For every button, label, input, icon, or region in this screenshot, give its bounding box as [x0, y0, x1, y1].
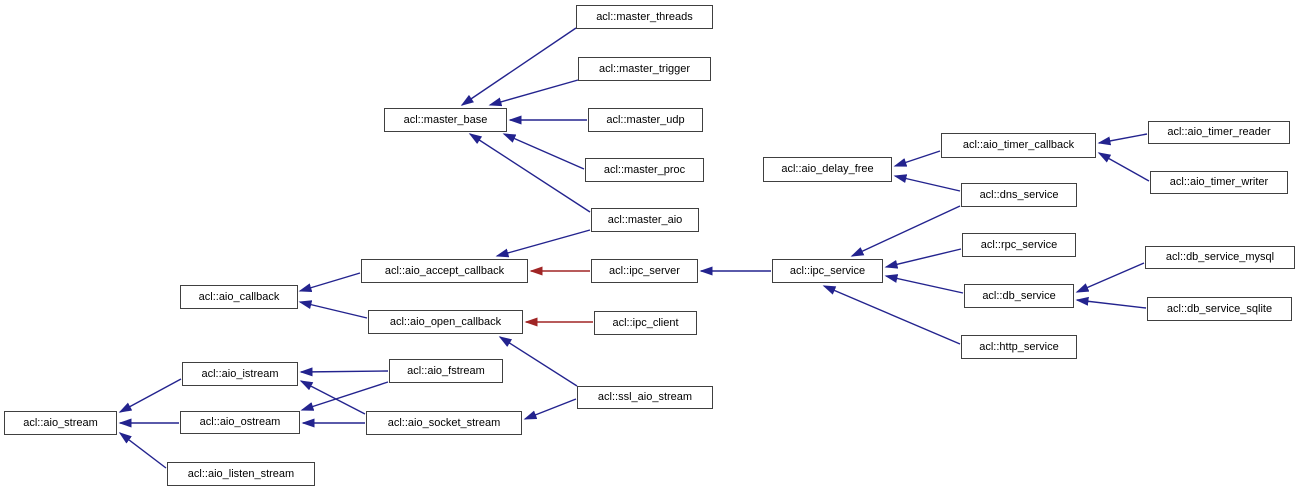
node-master_udp[interactable]: acl::master_udp	[588, 108, 703, 132]
edge-ssl_aio_stream-to-aio_open_callback	[498, 336, 578, 387]
node-aio_ostream[interactable]: acl::aio_ostream	[180, 411, 300, 434]
edge-rpc_service-to-ipc_service	[884, 248, 962, 269]
edges-group	[118, 27, 1150, 469]
node-master_proc[interactable]: acl::master_proc	[585, 158, 704, 182]
node-db_service_mysql[interactable]: acl::db_service_mysql	[1145, 246, 1295, 269]
node-dns_service[interactable]: acl::dns_service	[961, 183, 1077, 207]
node-master_threads[interactable]: acl::master_threads	[576, 5, 713, 29]
node-db_service[interactable]: acl::db_service	[964, 284, 1074, 308]
node-aio_fstream[interactable]: acl::aio_fstream	[389, 359, 503, 383]
node-aio_stream[interactable]: acl::aio_stream	[4, 411, 117, 435]
edge-master_aio-to-master_base	[468, 133, 591, 213]
node-db_service_sqlite[interactable]: acl::db_service_sqlite	[1147, 297, 1292, 321]
edge-aio_socket_stream-to-aio_istream	[299, 380, 366, 415]
edge-aio_istream-to-aio_stream	[118, 378, 182, 413]
edge-dns_service-to-aio_delay_free	[893, 174, 961, 192]
node-ipc_server[interactable]: acl::ipc_server	[591, 259, 698, 283]
node-http_service[interactable]: acl::http_service	[961, 335, 1077, 359]
edge-http_service-to-ipc_service	[822, 285, 961, 345]
edge-aio_timer_writer-to-aio_timer_callback	[1097, 152, 1150, 182]
edge-aio_accept_callback-to-aio_callback	[298, 272, 361, 293]
edge-aio_fstream-to-aio_istream	[299, 367, 389, 377]
node-aio_timer_writer[interactable]: acl::aio_timer_writer	[1150, 171, 1288, 194]
node-master_trigger[interactable]: acl::master_trigger	[578, 57, 711, 81]
edge-ssl_aio_stream-to-aio_socket_stream	[523, 398, 577, 420]
node-master_base[interactable]: acl::master_base	[384, 108, 507, 132]
node-master_aio[interactable]: acl::master_aio	[591, 208, 699, 232]
edge-master_proc-to-master_base	[502, 133, 585, 170]
node-aio_istream[interactable]: acl::aio_istream	[182, 362, 298, 386]
edge-aio_fstream-to-aio_ostream	[300, 381, 389, 411]
edge-aio_listen_stream-to-aio_stream	[118, 432, 167, 469]
edge-db_service-to-ipc_service	[884, 274, 964, 294]
node-ipc_service[interactable]: acl::ipc_service	[772, 259, 883, 283]
edge-master_aio-to-aio_accept_callback	[495, 229, 591, 258]
edge-master_threads-to-master_base	[460, 27, 577, 106]
node-aio_delay_free[interactable]: acl::aio_delay_free	[763, 157, 892, 182]
node-aio_timer_callback[interactable]: acl::aio_timer_callback	[941, 133, 1096, 158]
node-aio_socket_stream[interactable]: acl::aio_socket_stream	[366, 411, 522, 435]
node-aio_callback[interactable]: acl::aio_callback	[180, 285, 298, 309]
node-aio_timer_reader[interactable]: acl::aio_timer_reader	[1148, 121, 1290, 144]
edge-dns_service-to-ipc_service	[850, 205, 961, 257]
edge-aio_timer_reader-to-aio_timer_callback	[1097, 133, 1148, 146]
edge-master_trigger-to-master_base	[488, 79, 579, 107]
node-aio_listen_stream[interactable]: acl::aio_listen_stream	[167, 462, 315, 486]
node-aio_accept_callback[interactable]: acl::aio_accept_callback	[361, 259, 528, 283]
edge-aio_open_callback-to-aio_callback	[298, 300, 368, 319]
node-aio_open_callback[interactable]: acl::aio_open_callback	[368, 310, 523, 334]
edge-aio_timer_callback-to-aio_delay_free	[893, 150, 941, 167]
edge-db_service_sqlite-to-db_service	[1075, 296, 1147, 309]
edge-db_service_mysql-to-db_service	[1075, 262, 1145, 293]
node-ipc_client[interactable]: acl::ipc_client	[594, 311, 697, 335]
node-rpc_service[interactable]: acl::rpc_service	[962, 233, 1076, 257]
node-ssl_aio_stream[interactable]: acl::ssl_aio_stream	[577, 386, 713, 409]
